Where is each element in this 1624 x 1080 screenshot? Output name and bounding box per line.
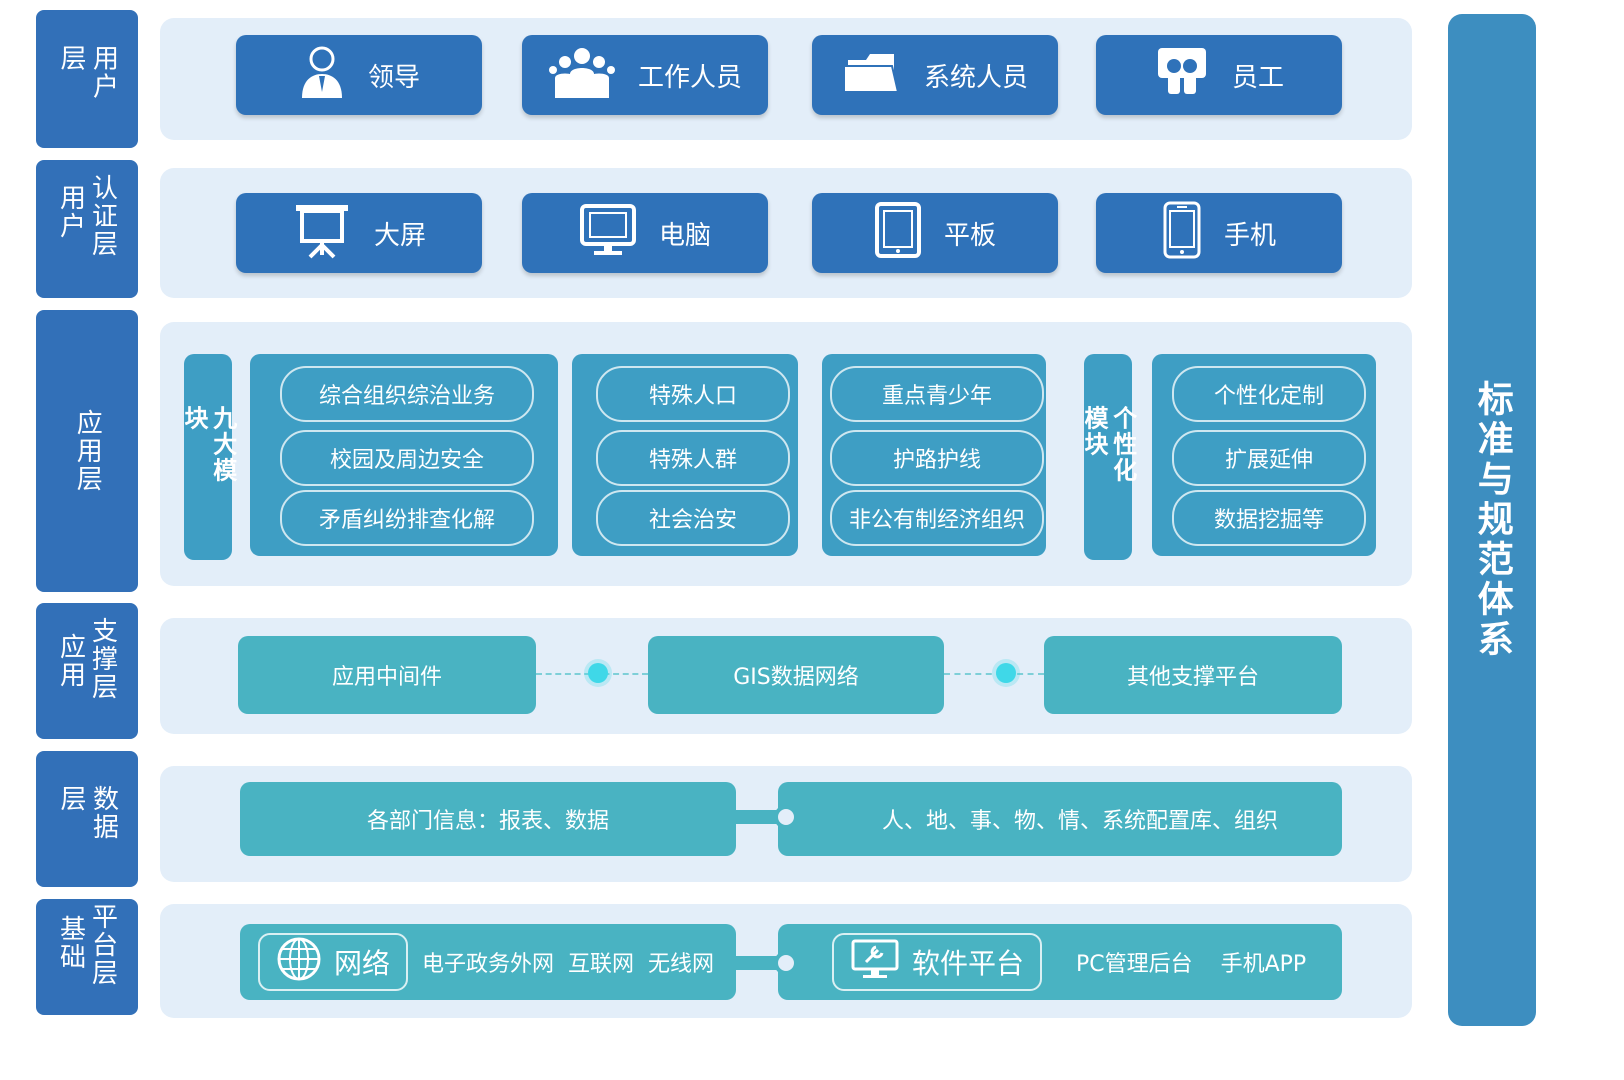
user-card-leader[interactable]: 领导 (236, 35, 482, 115)
support-gis-network[interactable]: GIS数据网络 (648, 636, 944, 714)
module-pill[interactable]: 重点青少年 (830, 366, 1044, 422)
layer-label-auth-text-a: 用户 (55, 184, 86, 240)
module-pill[interactable]: 个性化定制 (1172, 366, 1366, 422)
device-card-tablet-label: 平板 (943, 220, 996, 251)
user-card-staff-label: 工作人员 (637, 62, 742, 93)
employee-icon (1154, 44, 1210, 107)
big-screen-icon (292, 201, 352, 266)
layer-label-base-text-b: 平台层 (87, 903, 118, 987)
nine-modules-label: 九大模块 (180, 354, 237, 560)
connector-dot (996, 663, 1016, 683)
personal-modules-label: 个性化模块 (1080, 354, 1137, 560)
module-pill[interactable]: 护路护线 (830, 430, 1044, 486)
user-card-system[interactable]: 系统人员 (812, 35, 1058, 115)
network-label: 网络 (334, 947, 391, 980)
app-group-1: 综合组织综治业务 校园及周边安全 矛盾纠纷排查化解 (250, 354, 558, 556)
globe-icon (276, 936, 322, 989)
software-items: PC管理后台 手机APP (1076, 952, 1307, 977)
staff-group-icon (548, 46, 616, 105)
connector-dash (944, 673, 1044, 675)
device-card-phone-label: 手机 (1223, 220, 1276, 251)
layer-label-app: 应用层 (36, 310, 138, 592)
standards-column: 标准与规范体系 (1448, 14, 1536, 1026)
phone-icon (1162, 200, 1202, 267)
app-group-2: 特殊人口 特殊人群 社会治安 (572, 354, 798, 556)
user-card-employee-label: 员工 (1231, 62, 1284, 93)
leader-icon (298, 44, 346, 107)
software-label: 软件平台 (912, 947, 1025, 980)
layer-label-user-text: 用户层 (56, 44, 119, 101)
software-pill[interactable]: 软件平台 (832, 933, 1043, 991)
personal-modules-label-text: 个性化模块 (1080, 405, 1137, 484)
module-pill[interactable]: 非公有制经济组织 (830, 490, 1044, 546)
support-middleware[interactable]: 应用中间件 (238, 636, 536, 714)
system-folder-icon (842, 48, 902, 103)
monitor-wrench-icon (850, 938, 900, 987)
module-pill[interactable]: 社会治安 (596, 490, 790, 546)
device-card-big-screen[interactable]: 大屏 (236, 193, 482, 273)
layer-label-support-text-b: 支撑层 (87, 617, 118, 701)
module-pill[interactable]: 矛盾纠纷排查化解 (280, 490, 534, 546)
layer-label-app-text: 应用层 (72, 409, 103, 493)
user-card-staff[interactable]: 工作人员 (522, 35, 768, 115)
data-department-info[interactable]: 各部门信息：报表、数据 (240, 782, 736, 856)
network-items: 电子政务外网 互联网 无线网 (422, 952, 714, 977)
connector-ring (774, 805, 798, 829)
device-card-computer[interactable]: 电脑 (522, 193, 768, 273)
module-pill[interactable]: 综合组织综治业务 (280, 366, 534, 422)
data-entity-library[interactable]: 人、地、事、物、情、系统配置库、组织 (778, 782, 1342, 856)
app-group-3: 重点青少年 护路护线 非公有制经济组织 (822, 354, 1046, 556)
user-card-leader-label: 领导 (367, 62, 420, 93)
user-card-system-label: 系统人员 (923, 62, 1028, 93)
device-card-big-screen-label: 大屏 (373, 220, 426, 251)
module-pill[interactable]: 数据挖掘等 (1172, 490, 1366, 546)
layer-label-auth: 用户 认证层 (36, 160, 138, 298)
layer-label-user: 用户层 (36, 10, 138, 148)
base-software-box: 软件平台 PC管理后台 手机APP (778, 924, 1342, 1000)
user-card-employee[interactable]: 员工 (1096, 35, 1342, 115)
module-pill[interactable]: 校园及周边安全 (280, 430, 534, 486)
network-pill[interactable]: 网络 (258, 933, 409, 991)
connector-ring (774, 951, 798, 975)
device-card-phone[interactable]: 手机 (1096, 193, 1342, 273)
layer-label-auth-text-b: 认证层 (87, 174, 118, 258)
module-pill[interactable]: 特殊人群 (596, 430, 790, 486)
layer-label-base-text-a: 基础 (55, 915, 86, 971)
layer-label-support-text-a: 应用 (55, 633, 86, 689)
base-network-box: 网络 电子政务外网 互联网 无线网 (240, 924, 736, 1000)
layer-label-data-text: 数据层 (56, 785, 119, 841)
device-card-computer-label: 电脑 (658, 220, 711, 251)
module-pill[interactable]: 特殊人口 (596, 366, 790, 422)
connector-dot (588, 663, 608, 683)
tablet-icon (874, 201, 922, 266)
support-other-platform[interactable]: 其他支撑平台 (1044, 636, 1342, 714)
standards-title: 标准与规范体系 (1471, 380, 1513, 660)
layer-label-support: 应用 支撑层 (36, 603, 138, 739)
device-card-tablet[interactable]: 平板 (812, 193, 1058, 273)
nine-modules-label-text: 九大模块 (180, 405, 237, 484)
layer-label-base: 基础 平台层 (36, 899, 138, 1015)
app-group-4: 个性化定制 扩展延伸 数据挖掘等 (1152, 354, 1376, 556)
layer-label-data: 数据层 (36, 751, 138, 887)
monitor-icon (579, 203, 637, 264)
module-pill[interactable]: 扩展延伸 (1172, 430, 1366, 486)
